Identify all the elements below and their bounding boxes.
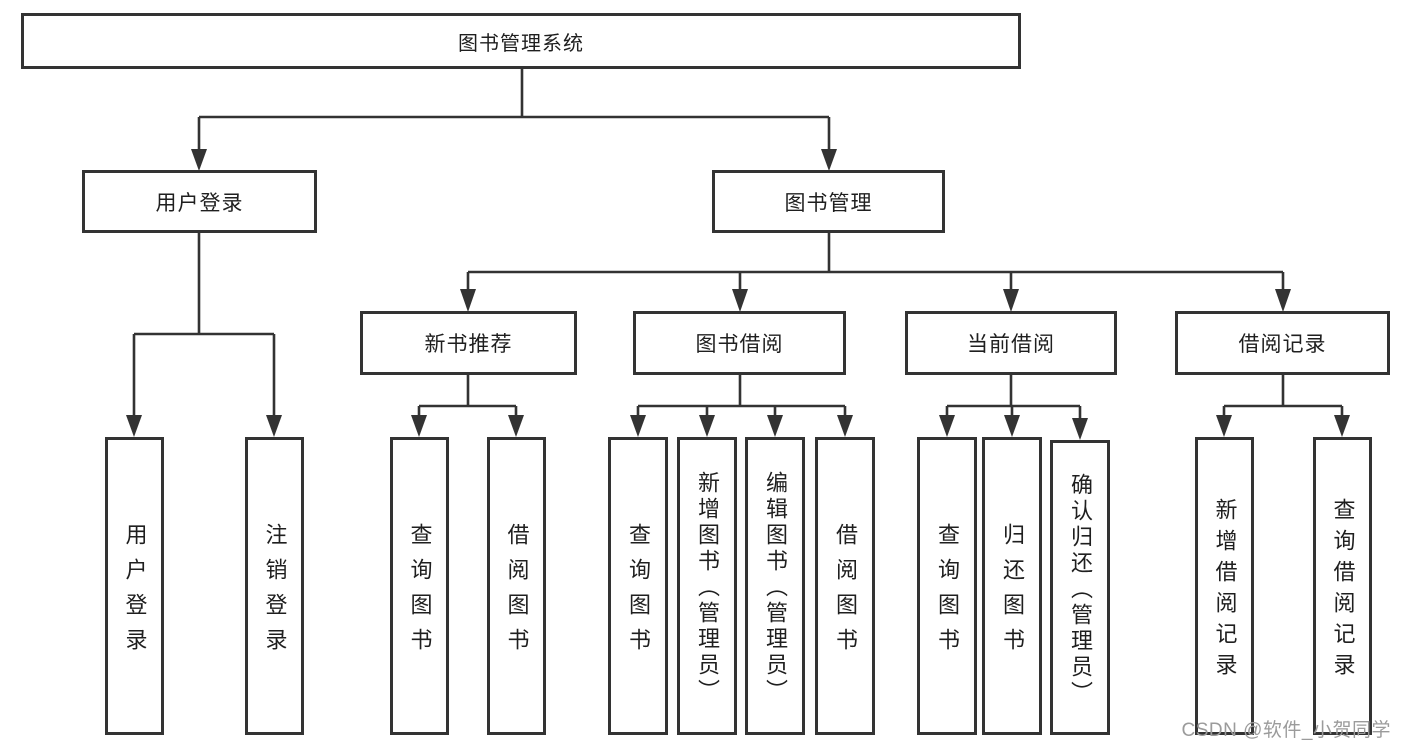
leaf-label: 查询借阅记录 (1330, 497, 1356, 684)
leaf-label: 借阅图书 (504, 522, 530, 663)
leaf-confirm-return-admin: 确认归还（管理员） (1050, 440, 1110, 735)
node-book-management: 图书管理 (712, 170, 945, 233)
leaf-add-borrow-record: 新增借阅记录 (1195, 437, 1254, 735)
leaf-user-login: 用户登录 (105, 437, 164, 735)
node-label: 图书借阅 (695, 333, 784, 356)
leaf-label: 新增借阅记录 (1212, 497, 1238, 684)
csdn-watermark: CSDN @软件_小贺同学 (1181, 720, 1391, 741)
node-label: 图书管理系统 (458, 32, 584, 55)
leaf-borrow-books-recommend: 借阅图书 (487, 437, 546, 735)
node-label: 用户登录 (155, 191, 244, 215)
leaf-borrow-books-borrow: 借阅图书 (815, 437, 875, 735)
node-current-borrow: 当前借阅 (905, 311, 1117, 375)
leaf-label: 编辑图书（管理员） (763, 471, 788, 705)
node-user-login: 用户登录 (82, 170, 317, 233)
leaf-add-book-admin: 新增图书（管理员） (677, 437, 737, 735)
leaf-edit-book-admin: 编辑图书（管理员） (745, 437, 805, 735)
leaf-label: 用户登录 (122, 522, 148, 663)
leaf-query-borrow-record: 查询借阅记录 (1313, 437, 1372, 735)
node-book-borrow: 图书借阅 (633, 311, 846, 375)
leaf-label: 借阅图书 (833, 522, 858, 663)
node-borrow-records: 借阅记录 (1175, 311, 1390, 375)
leaf-label: 确认归还（管理员） (1068, 472, 1093, 707)
leaf-label: 查询图书 (626, 522, 651, 663)
leaf-label: 新增图书（管理员） (695, 471, 720, 705)
arrowhead-icons (126, 149, 1350, 440)
leaf-query-books-borrow: 查询图书 (608, 437, 668, 735)
leaf-label: 查询图书 (407, 522, 433, 663)
node-label: 新书推荐 (424, 333, 513, 356)
leaf-return-book: 归还图书 (982, 437, 1042, 735)
node-label: 图书管理 (784, 191, 873, 215)
leaf-label: 归还图书 (1000, 522, 1025, 663)
leaf-query-books-current: 查询图书 (917, 437, 977, 735)
node-label: 当前借阅 (967, 333, 1055, 356)
leaf-label: 注销登录 (262, 522, 288, 663)
node-library-management-system: 图书管理系统 (21, 13, 1021, 69)
node-new-book-recommend: 新书推荐 (360, 311, 577, 375)
leaf-logout: 注销登录 (245, 437, 304, 735)
node-label: 借阅记录 (1238, 333, 1327, 356)
leaf-query-books-recommend: 查询图书 (390, 437, 449, 735)
leaf-label: 查询图书 (935, 522, 960, 663)
